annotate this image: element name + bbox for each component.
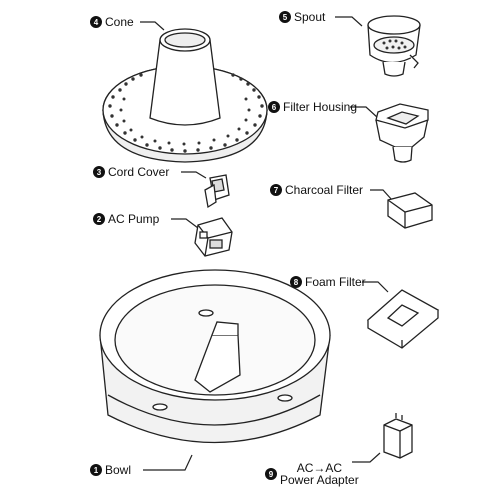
charcoal-filter-part [387,192,433,229]
bowl-leader [143,454,193,471]
bowl-number-badge: 1 [90,464,102,476]
power-adapter-name: AC→AC Power Adapter [280,462,359,486]
spout-label: 5 Spout [279,10,325,24]
foam-filter-number-badge: 8 [290,276,302,288]
cord-cover-part [204,174,230,209]
filter-housing-part [375,103,429,163]
ac-pump-leader [171,218,199,229]
cord-cover-leader [181,171,207,179]
spout-number-badge: 5 [279,11,291,23]
power-adapter-name-line2: Power Adapter [280,473,359,487]
ac-pump-label: 2 AC Pump [93,212,159,226]
foam-filter-label: 8 Foam Filter [290,275,366,289]
ac-pump-part [194,217,233,257]
bowl-name: Bowl [105,463,132,477]
charcoal-filter-label: 7 Charcoal Filter [270,183,363,197]
charcoal-filter-name: Charcoal Filter [285,183,364,197]
power-adapter-part [383,413,413,459]
filter-housing-label: 6 Filter Housing [268,100,357,114]
cord-cover-name: Cord Cover [108,165,170,179]
power-adapter-label: 9 AC→AC Power Adapter [265,462,359,486]
spout-leader [335,16,363,27]
cone-name: Cone [105,15,134,29]
filter-housing-name: Filter Housing [283,100,358,114]
spout-name: Spout [294,10,326,24]
cone-leader [140,21,165,31]
foam-filter-leader [362,281,389,293]
ac-pump-number-badge: 2 [93,213,105,225]
filter-housing-number-badge: 6 [268,101,280,113]
power-adapter-number-badge: 9 [265,468,277,480]
cord-cover-label: 3 Cord Cover [93,165,169,179]
cone-label: 4 Cone [90,15,134,29]
foam-filter-name: Foam Filter [305,275,366,289]
charcoal-filter-number-badge: 7 [270,184,282,196]
filter-housing-leader [350,106,379,119]
charcoal-filter-leader [370,189,393,201]
adapter-leader [352,452,381,463]
ac-pump-name: AC Pump [108,212,160,226]
foam-filter-part [366,289,440,349]
spout-part [367,15,421,77]
cone-number-badge: 4 [90,16,102,28]
cord-cover-number-badge: 3 [93,166,105,178]
cone-part [102,28,268,163]
bowl-label: 1 Bowl [90,463,131,477]
power-adapter-name-line1: AC→AC [296,461,343,475]
bowl-part [99,269,331,444]
